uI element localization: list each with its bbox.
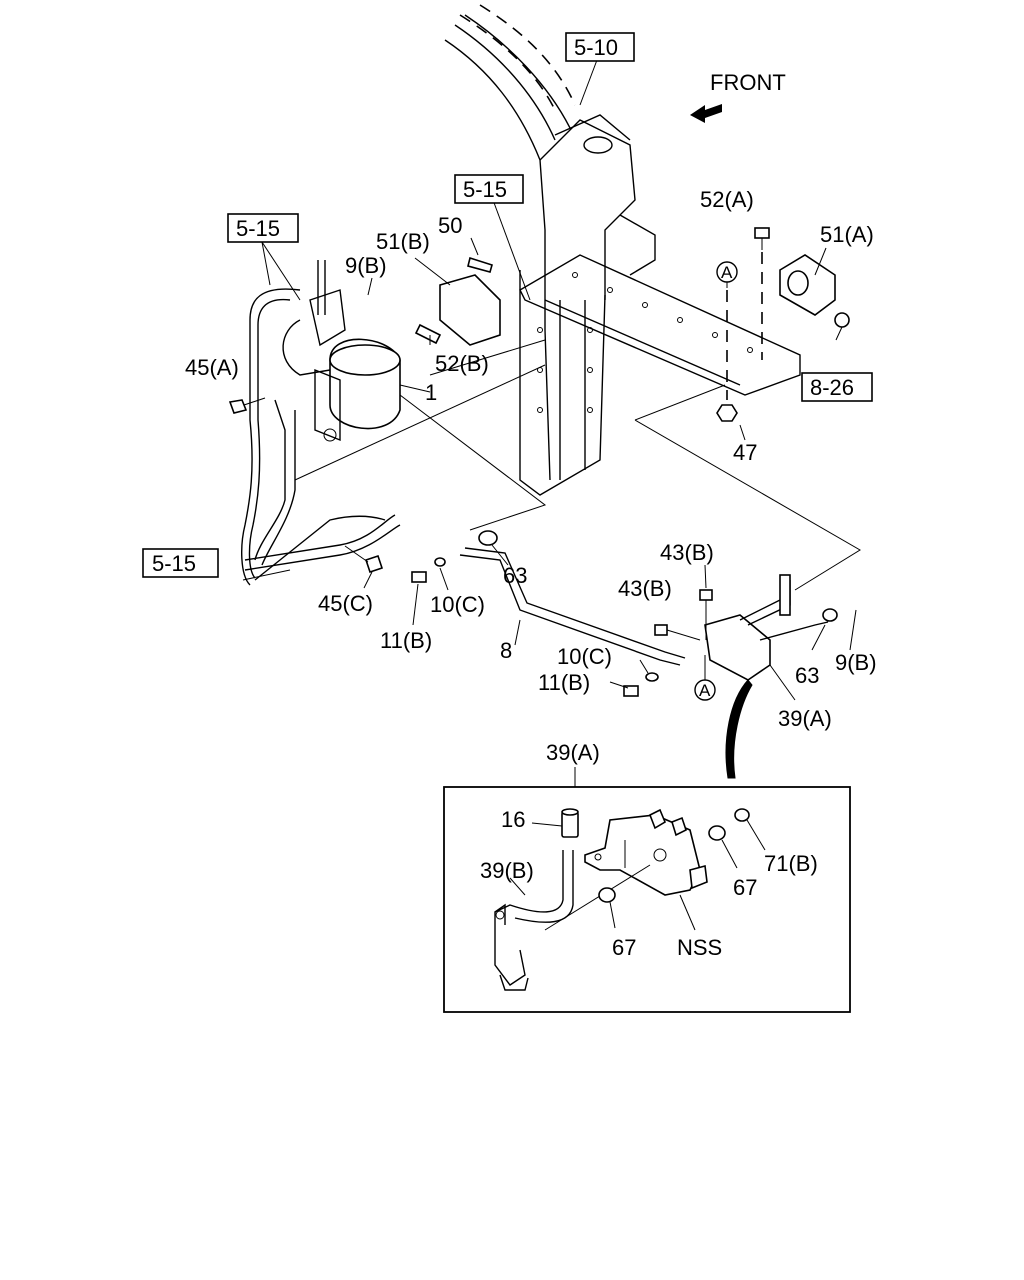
- callout-43b-top: 43(B): [660, 540, 714, 565]
- svg-text:5-10: 5-10: [574, 35, 618, 60]
- marker-a-top: A: [716, 261, 738, 283]
- ref-box-5-10[interactable]: 5-10: [565, 32, 635, 62]
- callout-51b: 51(B): [376, 229, 430, 254]
- front-label: FRONT: [710, 70, 786, 95]
- bolt-45c: [344, 545, 384, 574]
- callout-63-right: 63: [795, 663, 819, 688]
- callout-9b-right: 9(B): [835, 650, 877, 675]
- callout-43b-mid: 43(B): [618, 576, 672, 601]
- callout-67-left: 67: [612, 935, 636, 960]
- leveling-valve-assembly: [654, 574, 838, 681]
- bolt-45a: [228, 397, 266, 414]
- ref-box-5-15-left[interactable]: 5-15: [227, 213, 299, 243]
- frame-rail: [444, 4, 656, 496]
- detail-box: 39(A): [443, 740, 851, 1013]
- callout-10c-bot: 10(C): [557, 644, 612, 669]
- marker-a-bottom: A: [694, 679, 716, 701]
- callout-8: 8: [500, 638, 512, 663]
- ref-box-8-26[interactable]: 8-26: [801, 372, 873, 402]
- callout-39a-side: 39(A): [778, 706, 832, 731]
- callout-16: 16: [501, 807, 525, 832]
- detail-title: 39(A): [546, 740, 600, 765]
- svg-text:A: A: [721, 263, 733, 282]
- svg-text:5-15: 5-15: [236, 216, 280, 241]
- svg-text:5-15: 5-15: [152, 551, 196, 576]
- callout-50: 50: [438, 213, 462, 238]
- detail-pointer-arrow: [725, 679, 753, 779]
- bracket-51b: [414, 256, 501, 346]
- linkage-rod-8: [411, 530, 686, 697]
- svg-text:A: A: [699, 681, 711, 700]
- svg-text:5-15: 5-15: [463, 177, 507, 202]
- air-piping: [241, 288, 401, 586]
- callout-71b: 71(B): [764, 851, 818, 876]
- callout-47: 47: [733, 440, 757, 465]
- callout-9b-top: 9(B): [345, 253, 387, 278]
- callout-67-right: 67: [733, 875, 757, 900]
- callout-1: 1: [425, 380, 437, 405]
- callout-11b-top: 11(B): [380, 628, 432, 653]
- callout-nss: NSS: [677, 935, 722, 960]
- ref-box-5-15-bottom[interactable]: 5-15: [142, 548, 219, 578]
- phantom-lines: [294, 339, 861, 591]
- nut-47: [716, 290, 738, 422]
- callout-51a: 51(A): [820, 222, 874, 247]
- callout-52b: 52(B): [435, 351, 489, 376]
- cross-member: [519, 254, 801, 413]
- air-dryer: [282, 260, 401, 442]
- sleeve-16: [531, 808, 579, 838]
- callout-63-left: 63: [503, 563, 527, 588]
- ref-box-5-15-top[interactable]: 5-15: [454, 174, 524, 204]
- arm-39b: [494, 850, 651, 991]
- bracket-51a: [779, 254, 850, 328]
- bolt-52a: [754, 227, 770, 360]
- svg-text:8-26: 8-26: [810, 375, 854, 400]
- callout-10c-top: 10(C): [430, 592, 485, 617]
- leader-lines: [242, 59, 857, 701]
- callout-52a: 52(A): [700, 187, 754, 212]
- callout-45a: 45(A): [185, 355, 239, 380]
- front-arrow: FRONT: [690, 70, 786, 123]
- nut-71b: [734, 808, 766, 851]
- bushing-67-left: [598, 887, 616, 929]
- callout-45c: 45(C): [318, 591, 373, 616]
- bushing-67-right: [708, 825, 738, 869]
- valve-bracket-nss: [584, 808, 708, 931]
- callout-11b-bot: 11(B): [538, 670, 590, 695]
- callout-39b: 39(B): [480, 858, 534, 883]
